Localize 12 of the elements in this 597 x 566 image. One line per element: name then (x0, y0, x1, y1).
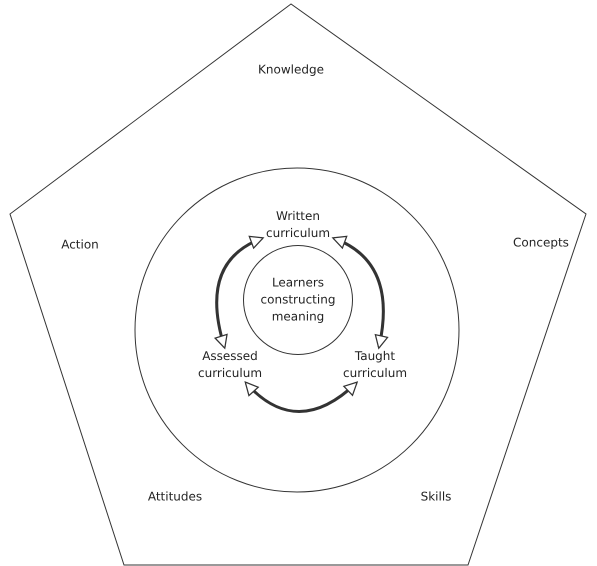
node-label: Taught curriculum (342, 348, 408, 382)
area-label: Concepts (513, 234, 569, 252)
double-arrow (244, 381, 358, 413)
double-arrow (332, 236, 388, 349)
area-label: Knowledge (258, 62, 324, 78)
double-arrow (214, 236, 264, 349)
area-label: Action (61, 236, 99, 254)
area-label: Attitudes (148, 488, 202, 506)
node-label: Assessed curriculum (196, 348, 264, 382)
node-label: Learners constructing meaning (260, 274, 336, 326)
node-label: Written curriculum (264, 208, 332, 242)
area-label: Skills (420, 488, 452, 506)
